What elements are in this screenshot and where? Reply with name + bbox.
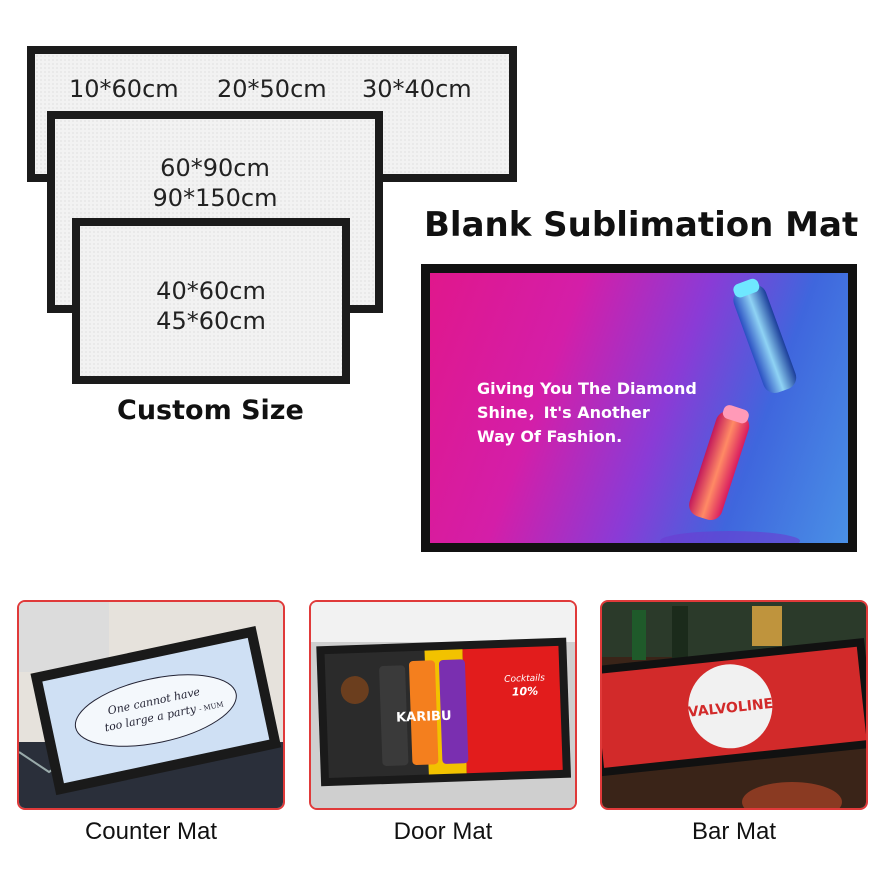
size-label-3: 30*40cm	[362, 75, 472, 103]
bar-mat-photo: VALVOLINE	[600, 600, 868, 810]
door-mat-photo: KARIBU Cocktails 10%	[309, 600, 577, 810]
vape-pens-illustration	[660, 278, 800, 543]
bar-mat-illustration: VALVOLINE	[602, 602, 866, 808]
size-label-6: 40*60cm	[156, 277, 266, 305]
size-label-1: 10*60cm	[69, 75, 179, 103]
counter-mat-illustration: One cannot have too large a party - MUM	[19, 602, 283, 808]
promo-line-3: Way Of Fashion.	[477, 427, 623, 446]
headline: Blank Sublimation Mat	[424, 205, 859, 245]
door-mat-label: Door Mat	[393, 818, 493, 845]
door-mat-badge-1: Cocktails	[504, 673, 545, 684]
promo-line-2: Shine，It's Another	[477, 403, 650, 422]
size-label-7: 45*60cm	[156, 307, 266, 335]
door-mat-badge-2: 10%	[512, 685, 539, 699]
door-mat-illustration: KARIBU Cocktails 10%	[311, 602, 575, 808]
promo-mat: Giving You The Diamond Shine，It's Anothe…	[421, 264, 857, 552]
door-mat-brand: KARIBU	[396, 709, 452, 726]
bar-mat-label: Bar Mat	[691, 818, 777, 845]
promo-image: Giving You The Diamond Shine，It's Anothe…	[430, 273, 848, 543]
counter-mat-photo: One cannot have too large a party - MUM	[17, 600, 285, 810]
custom-size-caption: Custom Size	[117, 395, 304, 426]
small-mat: 40*60cm 45*60cm	[72, 218, 350, 384]
size-label-2: 20*50cm	[217, 75, 327, 103]
promo-text: Giving You The Diamond Shine，It's Anothe…	[477, 377, 697, 449]
promo-line-1: Giving You The Diamond	[477, 379, 697, 398]
counter-mat-label: Counter Mat	[84, 818, 218, 845]
size-label-4: 60*90cm	[160, 154, 270, 182]
size-label-5: 90*150cm	[152, 184, 278, 212]
